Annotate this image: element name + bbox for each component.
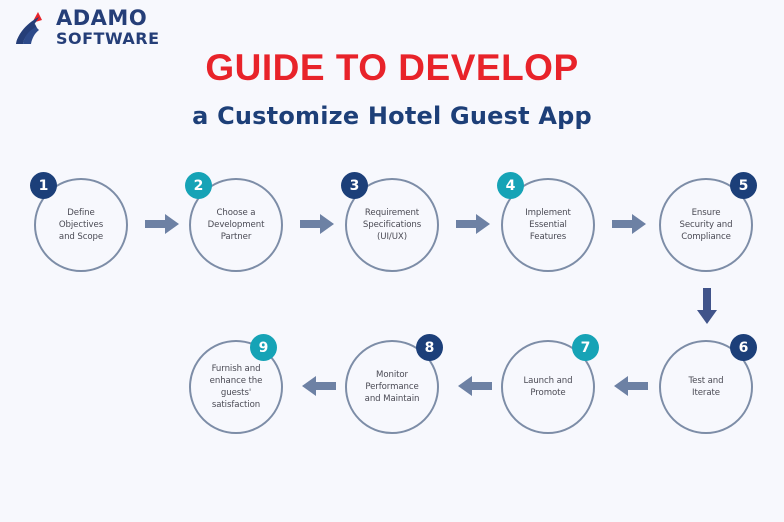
step-circle-8: Monitor Performance and Maintain bbox=[345, 340, 439, 434]
step-number-badge-6: 6 bbox=[730, 334, 757, 361]
step-label-4: Implement Essential Features bbox=[525, 207, 571, 243]
step-label-3: Requirement Specifications (UI/UX) bbox=[362, 207, 422, 243]
connector-arrow-2-to-3 bbox=[300, 213, 336, 235]
step-label-6: Test and Iterate bbox=[688, 375, 724, 398]
flow-step-3[interactable]: 3 Requirement Specifications (UI/UX) bbox=[341, 172, 439, 272]
flow-step-4[interactable]: 4 Implement Essential Features bbox=[497, 172, 595, 272]
step-label-2: Choose a Development Partner bbox=[207, 207, 265, 243]
page-subtitle: a Customize Hotel Guest App bbox=[192, 101, 592, 130]
step-number-badge-5: 5 bbox=[730, 172, 757, 199]
step-label-1: Define Objectives and Scope bbox=[58, 207, 104, 243]
flow-step-5[interactable]: 5 Ensure Security and Compliance bbox=[659, 172, 757, 272]
flow-step-9[interactable]: 9 Furnish and enhance the guests' satisf… bbox=[189, 334, 283, 434]
brand-name-line1: ADAMO bbox=[56, 5, 148, 30]
step-number-badge-2: 2 bbox=[185, 172, 212, 199]
step-circle-6: Test and Iterate bbox=[659, 340, 753, 434]
step-number-badge-9: 9 bbox=[250, 334, 277, 361]
step-label-7: Launch and Promote bbox=[523, 375, 573, 398]
step-number-badge-1: 1 bbox=[30, 172, 57, 199]
step-label-5: Ensure Security and Compliance bbox=[679, 207, 733, 243]
connector-arrow-7-to-8 bbox=[456, 375, 492, 397]
step-circle-5: Ensure Security and Compliance bbox=[659, 178, 753, 272]
step-circle-3: Requirement Specifications (UI/UX) bbox=[345, 178, 439, 272]
connector-arrow-8-to-9 bbox=[300, 375, 336, 397]
step-number-badge-8: 8 bbox=[416, 334, 443, 361]
step-circle-1: Define Objectives and Scope bbox=[34, 178, 128, 272]
header-block: GUIDE TO DEVELOP a Customize Hotel Guest… bbox=[0, 47, 784, 130]
step-label-9: Furnish and enhance the guests' satisfac… bbox=[209, 363, 263, 411]
flow-step-6[interactable]: 6 Test and Iterate bbox=[659, 334, 757, 434]
step-label-8: Monitor Performance and Maintain bbox=[364, 369, 420, 405]
connector-arrow-6-to-7 bbox=[612, 375, 648, 397]
page-title: GUIDE TO DEVELOP bbox=[205, 47, 579, 88]
brand-name-line2: SOFTWARE bbox=[56, 28, 160, 48]
flow-step-7[interactable]: 7 Launch and Promote bbox=[501, 334, 599, 434]
step-number-badge-3: 3 bbox=[341, 172, 368, 199]
step-number-badge-7: 7 bbox=[572, 334, 599, 361]
step-circle-2: Choose a Development Partner bbox=[189, 178, 283, 272]
flow-step-8[interactable]: 8 Monitor Performance and Maintain bbox=[345, 334, 443, 434]
brand-wordmark: ADAMO SOFTWARE bbox=[56, 5, 160, 48]
step-circle-7: Launch and Promote bbox=[501, 340, 595, 434]
flow-step-1[interactable]: 1 Define Objectives and Scope bbox=[30, 172, 128, 272]
connector-arrow-4-to-5 bbox=[612, 213, 648, 235]
step-number-badge-4: 4 bbox=[497, 172, 524, 199]
step-circle-4: Implement Essential Features bbox=[501, 178, 595, 272]
adamo-arrow-mark-icon bbox=[8, 6, 50, 48]
connector-arrow-1-to-2 bbox=[145, 213, 181, 235]
connector-arrow-3-to-4 bbox=[456, 213, 492, 235]
flow-step-2[interactable]: 2 Choose a Development Partner bbox=[185, 172, 283, 272]
brand-logo[interactable]: ADAMO SOFTWARE bbox=[8, 6, 160, 48]
connector-arrow-5-to-6 bbox=[696, 288, 718, 326]
step-circle-9: Furnish and enhance the guests' satisfac… bbox=[189, 340, 283, 434]
